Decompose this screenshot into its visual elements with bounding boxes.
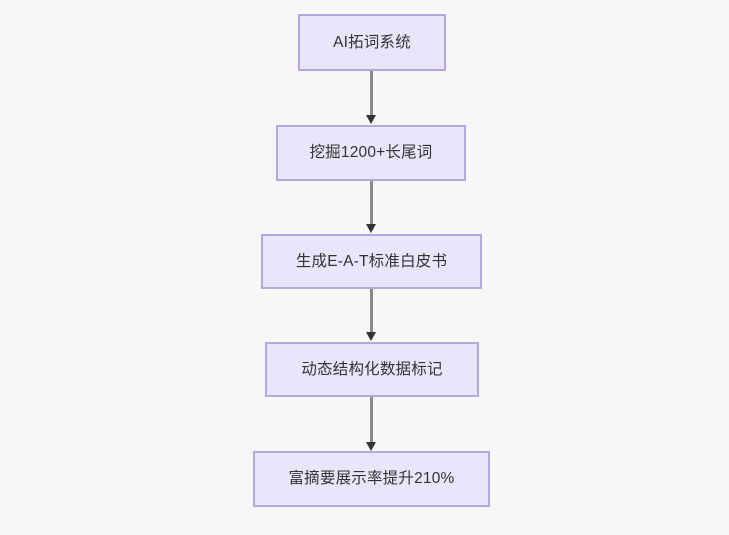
flow-node-4[interactable]: 动态结构化数据标记 [265, 342, 479, 397]
flow-node-3[interactable]: 生成E-A-T标准白皮书 [261, 234, 482, 289]
flow-node-1[interactable]: AI拓词系统 [298, 14, 446, 71]
flow-edge-3-4-line [370, 289, 373, 334]
flow-edge-4-5-line [370, 397, 373, 444]
flow-node-2[interactable]: 挖掘1200+长尾词 [276, 125, 466, 181]
flow-node-1-label: AI拓词系统 [333, 33, 411, 51]
flow-node-3-label: 生成E-A-T标准白皮书 [295, 252, 448, 270]
flow-edge-1-2-arrowhead [366, 115, 376, 124]
flow-node-5[interactable]: 富摘要展示率提升210% [253, 451, 490, 507]
flow-edge-2-3-line [370, 181, 373, 226]
flow-node-4-label: 动态结构化数据标记 [301, 360, 443, 378]
flow-edge-3-4-arrowhead [366, 332, 376, 341]
flow-edge-4-5-arrowhead [366, 442, 376, 451]
flow-edge-2-3-arrowhead [366, 224, 376, 233]
flow-node-2-label: 挖掘1200+长尾词 [309, 144, 433, 162]
flow-edge-1-2-line [370, 71, 373, 117]
flow-node-5-label: 富摘要展示率提升210% [288, 470, 455, 488]
